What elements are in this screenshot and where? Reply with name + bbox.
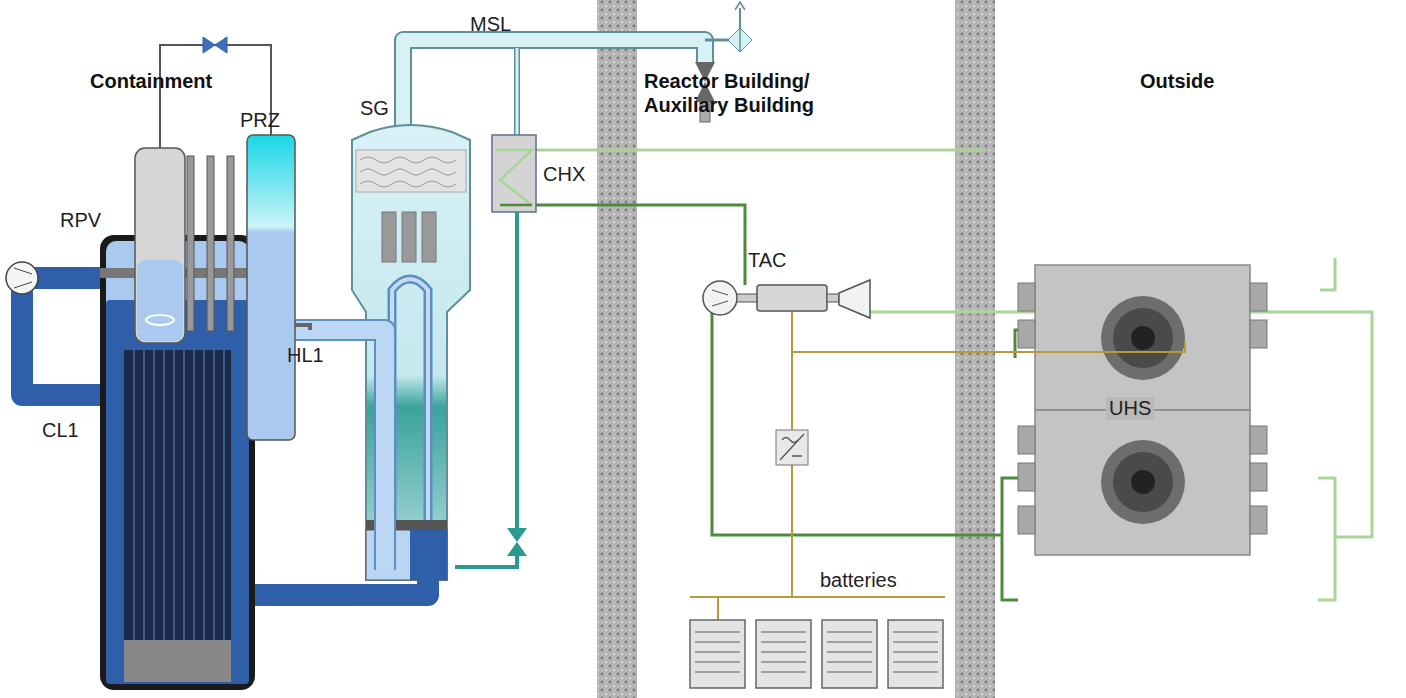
component-label: SG	[360, 96, 389, 120]
component-label: RPV	[60, 208, 101, 232]
unit-label: UHS	[1106, 397, 1154, 420]
component-label: CHX	[543, 162, 585, 186]
region-heading: Reactor Building/ Auxiliary Building	[644, 69, 884, 117]
region-heading: Containment	[90, 69, 212, 93]
region-heading: Outside	[1140, 69, 1214, 93]
component-label: batteries	[820, 568, 897, 592]
uhs-cooler	[1018, 265, 1267, 555]
component-label: TAC	[748, 248, 787, 272]
pipe-label: CL1	[42, 418, 79, 442]
pipe-label: MSL	[470, 12, 511, 36]
component-label: PRZ	[240, 108, 280, 132]
pipe-label: HL1	[287, 343, 324, 367]
cooler-unit: UHS	[1035, 265, 1250, 555]
